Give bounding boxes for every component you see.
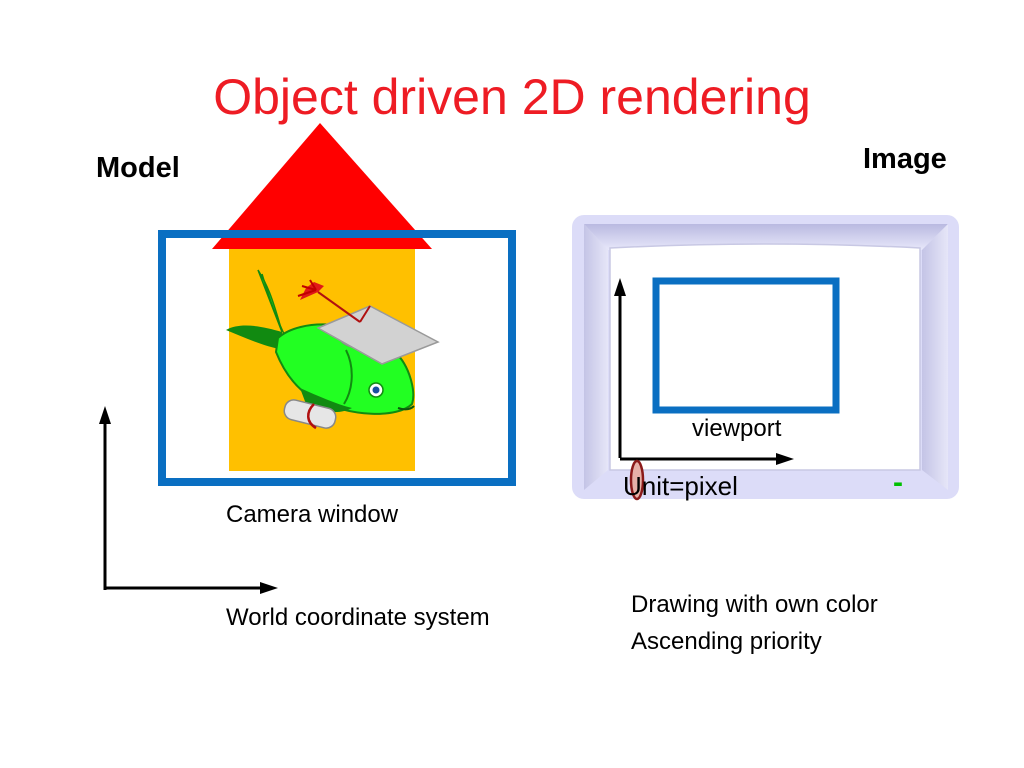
world-axes	[99, 406, 278, 594]
model-label: Model	[96, 152, 180, 184]
note-line-1: Drawing with own color	[631, 591, 878, 618]
monitor-icon	[572, 215, 959, 499]
camera-window-frame	[158, 230, 516, 486]
green-dash: -	[893, 466, 903, 499]
viewport-frame	[652, 277, 840, 414]
viewport-label: viewport	[692, 415, 782, 442]
origin-marker	[629, 459, 645, 501]
slide-title: Object driven 2D rendering	[213, 69, 811, 125]
house-roof	[212, 123, 432, 249]
unit-label: Unit=pixel	[623, 471, 738, 501]
fish-icon	[226, 269, 440, 430]
image-label: Image	[863, 143, 947, 175]
camera-window-label: Camera window	[226, 501, 399, 528]
graduation-cap-icon	[297, 279, 440, 365]
diploma-icon	[283, 399, 337, 430]
pixel-axes	[614, 278, 794, 465]
world-coords-label: World coordinate system	[226, 604, 490, 631]
note-line-2: Ascending priority	[631, 628, 822, 655]
